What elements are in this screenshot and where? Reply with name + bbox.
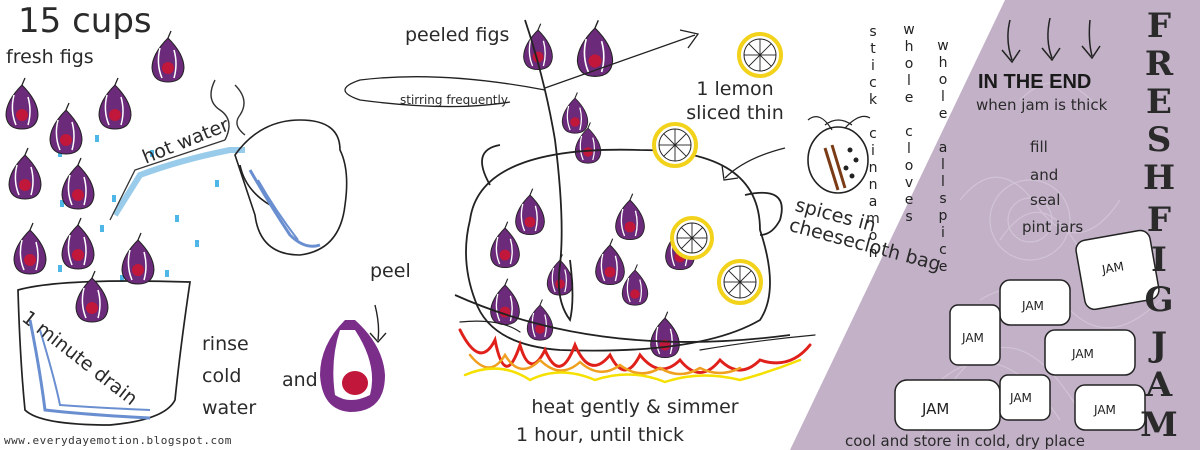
fig-icon [526, 299, 554, 341]
fig-icon [621, 264, 649, 306]
downward-arrows [1001, 17, 1101, 64]
fig-icon [121, 232, 155, 285]
jar-label: JAM [1022, 299, 1044, 313]
arrow-to-lemon [544, 29, 700, 89]
jam-jars [894, 229, 1160, 431]
pitcher-water [248, 169, 321, 248]
cheesecloth-spice-bag [807, 115, 871, 194]
fig-icon [61, 217, 95, 270]
stirring-swirl [344, 76, 546, 108]
fig-icon [8, 147, 42, 200]
steam-swirl-1 [210, 79, 230, 141]
stove-flames [458, 320, 816, 384]
fresh-figs [5, 20, 695, 359]
jar-label: JAM [1072, 347, 1094, 361]
when-thick-label: when jam is thick [976, 96, 1108, 114]
fig-icon [151, 30, 185, 83]
steam-swirl-2 [234, 84, 246, 136]
fig-icon [595, 238, 625, 286]
and-seal-label: and [1030, 166, 1059, 184]
fig-icon [574, 122, 602, 164]
pitcher-water-2 [257, 179, 299, 241]
jar [1075, 229, 1160, 311]
cool-store-label: cool and store in cold, dry place [845, 432, 1086, 450]
title-word-jam-text: JAM [1139, 325, 1179, 445]
spice-allspice-label: whole allspice [935, 38, 951, 276]
lemon-slice-icon [737, 32, 783, 78]
fig-icon [5, 77, 39, 130]
peeled-fig-large [320, 320, 385, 412]
lemon-slices [652, 32, 783, 305]
title-word-jam: JAM [1139, 325, 1198, 445]
rinse-line-3: water [202, 397, 257, 419]
fresh-figs-label: fresh figs [6, 46, 94, 68]
water-pitcher [234, 119, 348, 256]
fig-icon [49, 102, 83, 155]
fig-icon [75, 270, 109, 323]
seal-label: seal [1030, 191, 1061, 209]
quantity-label: 15 cups [18, 1, 152, 41]
jar-label: JAM [1094, 403, 1116, 417]
hot-water-stream-outline [109, 139, 226, 221]
stirring-label: stirring frequently [400, 93, 508, 107]
drain-water [28, 319, 151, 420]
jar-label: JAM [1010, 391, 1032, 405]
jar-label: JAM [962, 331, 984, 345]
jar [949, 304, 1001, 366]
fig-icon [561, 92, 589, 134]
jam-pot [454, 144, 791, 352]
spice-cinnamon-label: stick cinnamon [865, 24, 881, 262]
lemon-line-2: sliced thin [686, 102, 784, 124]
fig-icon [490, 221, 520, 269]
peel-arrow [369, 304, 387, 344]
jar [999, 374, 1051, 421]
blog-url[interactable]: www.everydayemotion.blogspot.com [4, 434, 232, 447]
fill-label: fill [1030, 138, 1048, 156]
hot-water-stream [112, 147, 245, 217]
jar-label: JAM [1100, 259, 1125, 277]
drain-water-2 [39, 329, 151, 411]
title-word-fig: FIG [1139, 200, 1198, 320]
spice-cloves-label: whole cloves [901, 22, 917, 226]
arrow-from-spices [721, 147, 786, 181]
jar [1074, 384, 1146, 431]
heat-line-1: heat gently & simmer [531, 396, 739, 418]
fig-icon [650, 311, 680, 359]
and-label: and [282, 369, 318, 391]
heat-line-2: 1 hour, until thick [515, 424, 685, 446]
fig-icon [615, 193, 645, 241]
rinse-line-2: cold [202, 365, 242, 387]
fig-icon [61, 157, 95, 210]
jar [999, 279, 1071, 326]
lemon-slice-icon [717, 259, 763, 305]
lemon-line-1: 1 lemon [696, 78, 774, 100]
fig-icon [98, 77, 132, 130]
fig-icon [515, 188, 545, 236]
lemon-slice-icon [652, 122, 698, 168]
fig-icon [576, 20, 614, 77]
title-word-fig-text: FIG [1139, 200, 1179, 320]
in-the-end-label: IN THE END [978, 71, 1092, 93]
title-word-fresh-text: FRESH [1139, 6, 1179, 196]
title-word-fresh: FRESH [1139, 6, 1198, 196]
peel-label: peel [370, 260, 411, 282]
lemon-slice-icon [670, 216, 714, 260]
jar [1044, 329, 1136, 376]
jar-label: JAM [922, 400, 950, 418]
drain-bowl [17, 280, 191, 426]
stirring-spoon [524, 19, 574, 323]
rinse-line-1: rinse [202, 333, 249, 355]
pint-jars-label: pint jars [1022, 218, 1084, 236]
peeled-figs-label: peeled figs [405, 24, 510, 46]
fig-icon [13, 222, 47, 275]
